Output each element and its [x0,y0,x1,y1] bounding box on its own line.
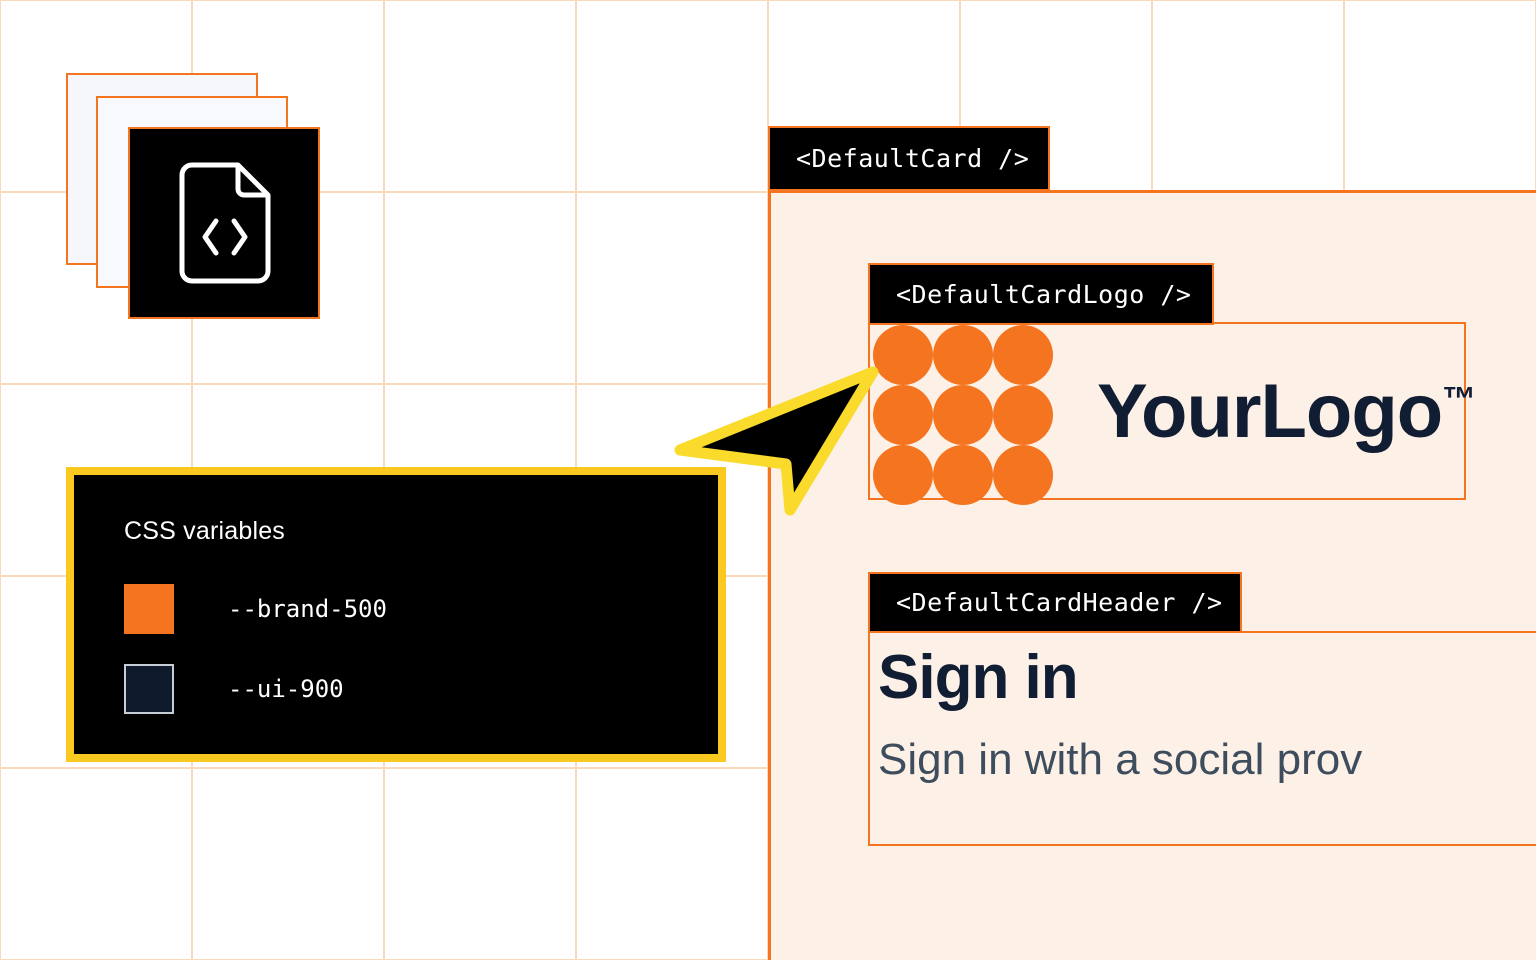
css-variable-row-brand-500: --brand-500 [124,584,718,634]
color-swatch-ui-900 [124,664,174,714]
code-label-default-card: <DefaultCard /> [768,126,1050,191]
logo-wordmark-text: YourLogo [1097,368,1443,454]
sign-in-title: Sign in [878,643,1079,712]
css-variable-name-ui-900: --ui-900 [228,675,344,703]
logo-dot [993,325,1053,385]
logo-dot [993,385,1053,445]
logo-dot [933,445,993,505]
logo-dot [873,445,933,505]
default-card-logo-box: YourLogo™ [868,322,1476,505]
color-swatch-brand-500 [124,584,174,634]
code-document-icon-stack [66,73,322,319]
logo-dot [873,385,933,445]
logo-wordmark: YourLogo™ [1097,368,1476,455]
stack-card-front [128,127,320,319]
logo-dot [993,445,1053,505]
default-card-header-box: Sign in Sign in with a social prov [868,631,1536,846]
sign-in-subtitle: Sign in with a social prov [878,735,1363,785]
code-document-icon [179,162,271,284]
logo-dot [933,325,993,385]
code-label-default-card-header: <DefaultCardHeader /> [868,572,1242,633]
css-variables-title: CSS variables [124,517,285,545]
logo-dot [933,385,993,445]
css-variable-row-ui-900: --ui-900 [124,664,718,714]
css-variables-panel: CSS variables --brand-500 --ui-900 [66,467,726,762]
logo-dot [873,325,933,385]
code-label-default-card-logo: <DefaultCardLogo /> [868,263,1214,325]
trademark-symbol: ™ [1442,380,1477,419]
logo-dot-grid [873,325,1053,505]
css-variable-name-brand-500: --brand-500 [228,595,387,623]
